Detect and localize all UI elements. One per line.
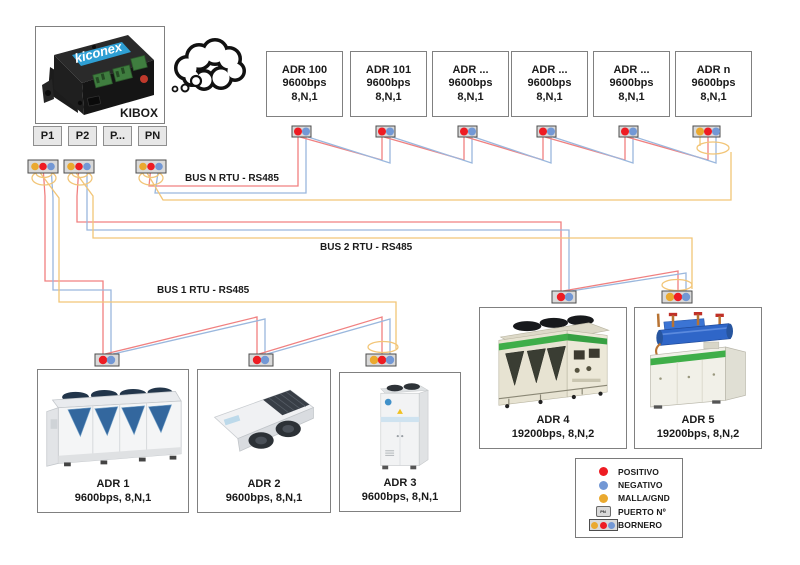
bornero-port-pn: [135, 159, 167, 174]
kibox-label: KIBOX: [119, 106, 158, 120]
bornero-adr4: [551, 290, 577, 304]
legend-row-puerto: PN PUERTO Nº: [588, 505, 682, 518]
thought-cloud-icon: [171, 38, 246, 93]
bus-1-label: BUS 1 RTU - RS485: [157, 285, 250, 296]
bus-2-wires: [70, 165, 693, 292]
puerto-icon: PN: [595, 506, 611, 518]
port-pdots: P...: [103, 126, 132, 146]
bornero-adr-dots-3: [618, 125, 639, 138]
bus-2-label: BUS 2 RTU - RS485: [320, 242, 413, 253]
port-p2: P2: [68, 126, 97, 146]
adr5-photo: [638, 312, 758, 412]
bornero-adr-dots-2: [536, 125, 557, 138]
bornero-port-p2: [63, 159, 95, 174]
bornero-adr2: [248, 353, 274, 367]
bornero-adr101: [375, 125, 396, 138]
adr2-photo: [201, 374, 327, 476]
shield-loops: [31, 167, 164, 186]
adr1-photo: [41, 374, 185, 476]
bornero-icon: [588, 519, 618, 532]
bus-1-wires: [34, 165, 399, 355]
bornero-port-p1: [27, 159, 59, 174]
adr4-photo: [483, 312, 623, 412]
legend: POSITIVO NEGATIVO MALLA/GND PN PUERTO Nº…: [575, 458, 683, 538]
port-p1: P1: [33, 126, 62, 146]
malla-dot-icon: [598, 493, 608, 503]
bus-n-label: BUS N RTU - RS485: [185, 173, 279, 184]
legend-row-malla: MALLA/GND: [588, 492, 682, 505]
legend-row-negativo: NEGATIVO: [588, 478, 682, 491]
bornero-adr5: [661, 290, 693, 304]
kibox-device: kiconex KIBOX: [35, 26, 165, 124]
legend-row-bornero: BORNERO: [588, 519, 682, 532]
positivo-dot-icon: [598, 467, 608, 477]
bornero-adr-n: [692, 125, 721, 138]
bornero-adr3: [365, 353, 397, 367]
port-pn: PN: [138, 126, 167, 146]
bus-n-wires: [142, 136, 732, 201]
bornero-adr1: [94, 353, 120, 367]
valves: [668, 312, 724, 327]
bornero-adr-dots-1: [457, 125, 478, 138]
kibox-photo: kiconex: [42, 35, 154, 115]
negativo-dot-icon: [598, 480, 608, 490]
adr3-photo: [343, 377, 457, 473]
legend-row-positivo: POSITIVO: [588, 465, 682, 478]
bornero-adr100: [291, 125, 312, 138]
